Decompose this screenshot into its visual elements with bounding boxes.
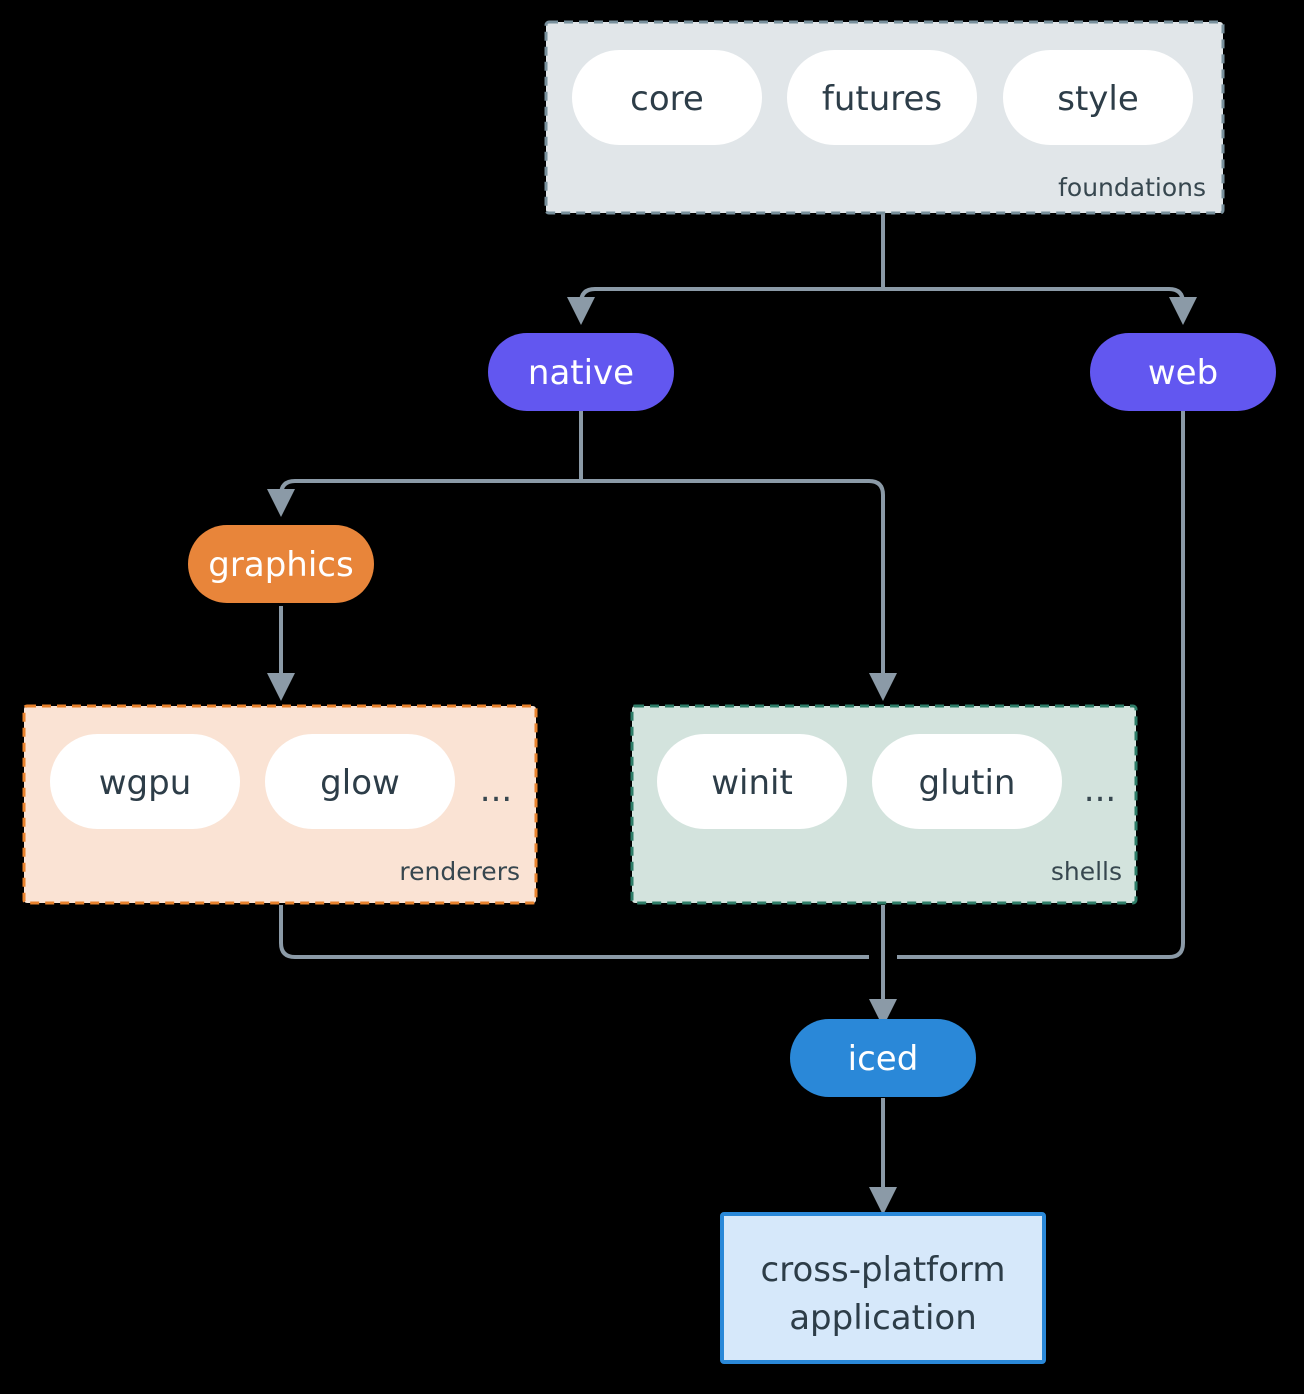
edge-web-to-iced: [897, 409, 1185, 959]
pill-glutin-label: glutin: [919, 763, 1016, 803]
node-iced[interactable]: iced: [790, 1019, 976, 1097]
node-web-label: web: [1148, 353, 1218, 393]
pill-winit-label: winit: [711, 763, 793, 803]
shells-group-label: shells: [1051, 857, 1122, 886]
pill-core[interactable]: [572, 50, 762, 145]
pill-winit[interactable]: [657, 734, 847, 829]
pill-wgpu-label: wgpu: [99, 763, 192, 803]
node-iced-shape[interactable]: [790, 1019, 976, 1097]
node-native[interactable]: native: [488, 333, 674, 411]
node-iced-label: iced: [848, 1039, 919, 1079]
node-graphics-label: graphics: [208, 545, 353, 585]
pill-futures[interactable]: [787, 50, 977, 145]
pill-core-label: core: [630, 79, 704, 119]
edge-native-to-shells: [581, 479, 897, 701]
pill-style-label: style: [1057, 79, 1139, 119]
pill-glutin[interactable]: [872, 734, 1062, 829]
node-graphics[interactable]: graphics: [188, 525, 374, 603]
renderers-group-label: renderers: [399, 857, 520, 886]
node-graphics-shape[interactable]: [188, 525, 374, 603]
group-shells: winit glutin ... shells: [630, 704, 1138, 905]
edge-renderers-to-iced: [279, 905, 869, 959]
edge-foundations-to-web: [883, 287, 1197, 325]
pill-style[interactable]: [1003, 50, 1193, 145]
node-application[interactable]: cross-platform application: [720, 1212, 1046, 1364]
node-native-label: native: [528, 353, 634, 393]
shells-overflow-ellipsis: ...: [1084, 770, 1116, 810]
node-web[interactable]: web: [1090, 333, 1276, 411]
pill-glow-label: glow: [320, 763, 400, 803]
node-web-shape[interactable]: [1090, 333, 1276, 411]
node-native-shape[interactable]: [488, 333, 674, 411]
edge-native-to-graphics: [267, 479, 581, 517]
foundations-group-label: foundations: [1058, 173, 1206, 202]
node-application-label-line1: cross-platform: [761, 1250, 1006, 1290]
pill-wgpu[interactable]: [50, 734, 240, 829]
renderers-overflow-ellipsis: ...: [480, 770, 512, 810]
node-application-label-line2: application: [789, 1298, 977, 1338]
pill-glow[interactable]: [265, 734, 455, 829]
group-foundations: core futures style foundations: [544, 20, 1225, 215]
group-renderers: wgpu glow ... renderers: [22, 704, 538, 905]
edge-foundations-to-native: [567, 287, 883, 325]
node-application-shape[interactable]: [720, 1212, 1046, 1364]
pill-futures-label: futures: [822, 79, 942, 119]
